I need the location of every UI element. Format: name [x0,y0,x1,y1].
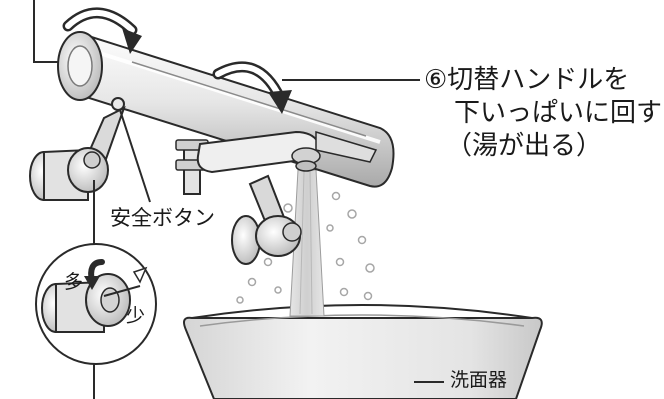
dial-rotate-arrow-icon [62,7,142,54]
step6-line1-label: ⑥切替ハンドルを [424,65,630,95]
flow-more-label: 多 [64,271,84,293]
left-wall-elbow [29,105,126,201]
flow-less-label: 少 [126,305,146,327]
flow-less-arrow-icon [132,266,148,284]
flow-adjust-inset [35,243,157,365]
right-wall-elbow [231,174,302,265]
basin [183,304,543,399]
leader-line-safety [119,109,151,203]
step6-note-label: （湯が出る） [446,131,603,161]
basin-label: 洗面器 [450,369,508,391]
step6-line2-label: 下いっぱいに回す [454,98,663,128]
water-stream [289,169,325,317]
handle-rotate-arrow-icon [212,61,292,114]
switch-handle[interactable] [196,130,378,174]
temperature-dial[interactable] [57,31,103,101]
safety-button-label: 安全ボタン [110,206,215,230]
